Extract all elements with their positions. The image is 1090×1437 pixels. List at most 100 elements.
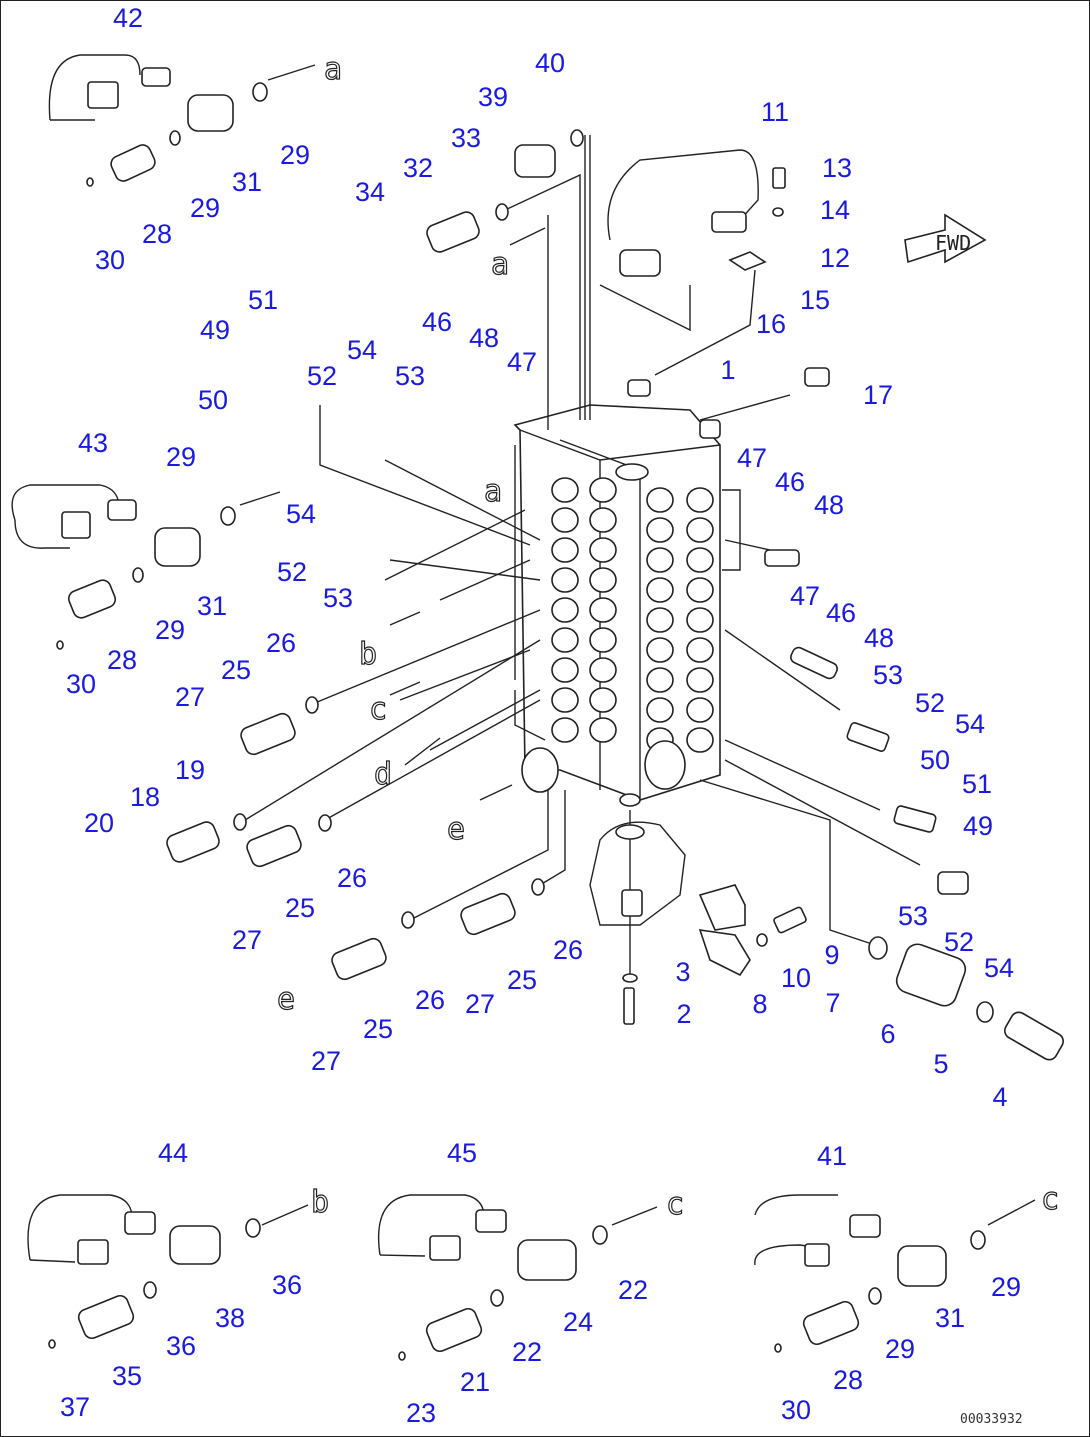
connector-letter-c: c — [1041, 1182, 1059, 1217]
callout-27: 27 — [175, 682, 205, 712]
callout-25: 25 — [285, 893, 315, 923]
callout-29: 29 — [190, 193, 220, 223]
callout-27: 27 — [311, 1046, 341, 1076]
callout-3: 3 — [675, 957, 690, 987]
callout-31: 31 — [197, 591, 227, 621]
callout-1: 1 — [720, 355, 735, 385]
callout-12: 12 — [820, 243, 850, 273]
callout-24: 24 — [563, 1307, 593, 1337]
callout-50: 50 — [198, 385, 228, 415]
connector-letter-e: e — [447, 812, 465, 847]
callout-7: 7 — [825, 988, 840, 1018]
right-fittings — [764, 549, 1064, 1061]
callout-42: 42 — [113, 3, 143, 33]
callout-29: 29 — [166, 442, 196, 472]
callout-11: 11 — [761, 97, 789, 127]
callout-numbers: 4229312928304039333234111314121615171514… — [60, 3, 1021, 1428]
top-left-sensor-assembly — [48, 54, 268, 187]
callout-22: 22 — [512, 1337, 542, 1367]
callout-53: 53 — [873, 660, 903, 690]
connector-letter-a: a — [484, 474, 502, 509]
connector-letter-e: e — [277, 982, 295, 1017]
callout-52: 52 — [277, 557, 307, 587]
callout-25: 25 — [221, 655, 251, 685]
callout-27: 27 — [232, 925, 262, 955]
callout-28: 28 — [142, 219, 172, 249]
fwd-label: FWD — [935, 231, 971, 255]
document-number: 00033932 — [960, 1412, 1023, 1427]
callout-37: 37 — [60, 1392, 90, 1422]
callout-51: 51 — [962, 769, 992, 799]
callout-28: 28 — [833, 1365, 863, 1395]
callout-47: 47 — [507, 347, 537, 377]
callout-53: 53 — [323, 583, 353, 613]
connector-letter-a: a — [491, 247, 509, 282]
bottom-assemblies — [27, 1194, 986, 1361]
callout-2: 2 — [676, 999, 691, 1029]
callout-26: 26 — [553, 935, 583, 965]
callout-44: 44 — [158, 1138, 188, 1168]
callout-30: 30 — [95, 245, 125, 275]
callout-16: 16 — [756, 309, 786, 339]
callout-29: 29 — [991, 1272, 1021, 1302]
callout-36: 36 — [166, 1331, 196, 1361]
callout-30: 30 — [66, 669, 96, 699]
connector-letter-c: c — [369, 692, 387, 727]
callout-53: 53 — [395, 361, 425, 391]
callout-8: 8 — [752, 989, 767, 1019]
callout-39: 39 — [478, 82, 508, 112]
fittings-left — [166, 129, 584, 981]
callout-20: 20 — [84, 808, 114, 838]
callout-52: 52 — [307, 361, 337, 391]
callout-18: 18 — [130, 782, 160, 812]
mid-left-sensor-assembly — [11, 484, 236, 650]
callout-41: 41 — [817, 1141, 847, 1171]
top-right-sensor-assembly — [607, 149, 830, 387]
callout-10: 10 — [781, 963, 811, 993]
callout-51: 51 — [248, 285, 278, 315]
connector-letter-c: c — [666, 1187, 684, 1222]
callout-17: 17 — [863, 380, 893, 410]
callout-28: 28 — [107, 645, 137, 675]
callout-49: 49 — [200, 315, 230, 345]
callout-23: 23 — [406, 1398, 436, 1428]
callout-5: 5 — [933, 1049, 948, 1079]
fwd-arrow-icon: FWD — [904, 213, 987, 264]
callout-45: 45 — [447, 1138, 477, 1168]
callout-36: 36 — [272, 1270, 302, 1300]
callout-4: 4 — [992, 1082, 1007, 1112]
callout-47: 47 — [790, 581, 820, 611]
callout-54: 54 — [347, 335, 377, 365]
callout-52: 52 — [915, 688, 945, 718]
callout-26: 26 — [266, 628, 296, 658]
callout-27: 27 — [465, 989, 495, 1019]
callout-46: 46 — [422, 307, 452, 337]
callout-47: 47 — [737, 443, 767, 473]
callout-26: 26 — [337, 863, 367, 893]
callout-13: 13 — [822, 153, 852, 183]
callout-54: 54 — [955, 709, 985, 739]
bottom-center-mount — [589, 821, 807, 1025]
callout-31: 31 — [935, 1303, 965, 1333]
callout-48: 48 — [814, 490, 844, 520]
callout-21: 21 — [460, 1367, 490, 1397]
callout-50: 50 — [920, 745, 950, 775]
callout-14: 14 — [820, 195, 850, 225]
callout-46: 46 — [826, 598, 856, 628]
callout-46: 46 — [775, 467, 805, 497]
callout-38: 38 — [215, 1303, 245, 1333]
control-valve-body — [513, 379, 721, 807]
callout-48: 48 — [469, 323, 499, 353]
callout-49: 49 — [963, 811, 993, 841]
connector-letter-b: b — [311, 1185, 329, 1220]
callout-53: 53 — [898, 901, 928, 931]
callout-26: 26 — [415, 985, 445, 1015]
callout-25: 25 — [507, 965, 537, 995]
connector-letter-a: a — [324, 52, 342, 87]
callout-40: 40 — [535, 48, 565, 78]
callout-52: 52 — [944, 927, 974, 957]
callout-22: 22 — [618, 1275, 648, 1305]
callout-29: 29 — [885, 1334, 915, 1364]
